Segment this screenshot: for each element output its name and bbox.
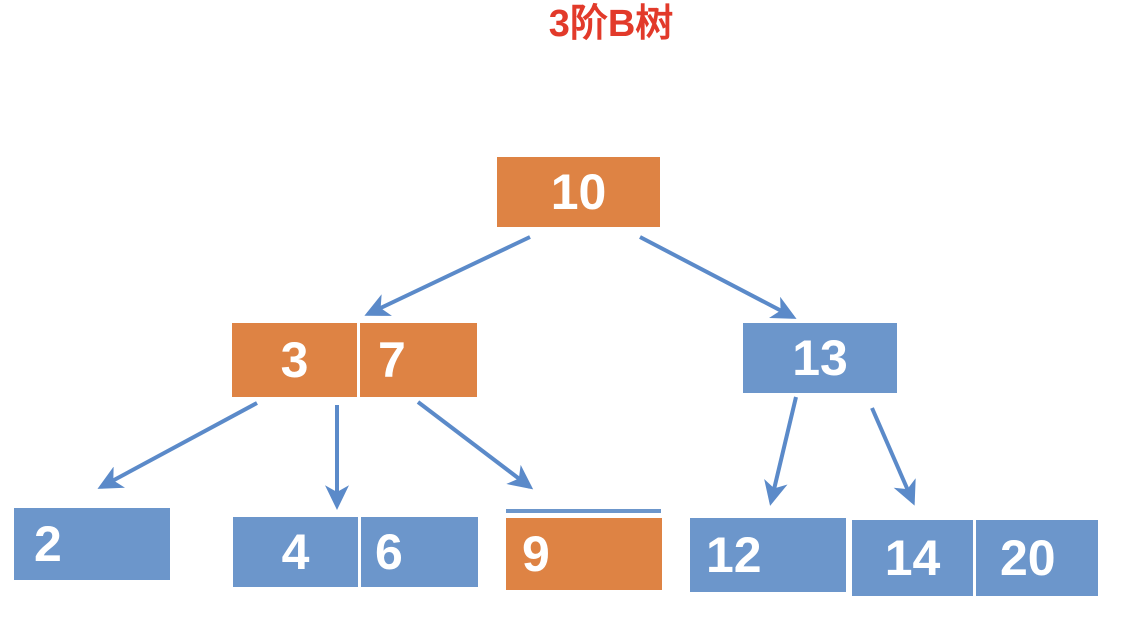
key-cell: 3 (232, 323, 357, 397)
btree-node-9: 9 (506, 518, 662, 590)
btree-node-2: 2 (14, 508, 170, 580)
key-cell: 7 (360, 323, 477, 397)
key-cell: 2 (14, 508, 170, 580)
btree-node-14-20: 14 20 (852, 520, 1098, 596)
leaf-9-top-bar (506, 509, 661, 513)
edge-root-to-internal-left (364, 235, 531, 316)
diagram-title: 3阶B树 (548, 3, 674, 45)
btree-node-13: 13 (743, 323, 897, 393)
edge-internal-right-to-leaf-4 (764, 396, 798, 506)
key-cell: 14 (852, 520, 973, 596)
key-cell: 13 (743, 323, 897, 393)
edge-root-to-internal-right (639, 235, 797, 319)
key-cell: 10 (497, 157, 660, 227)
btree-node-4-6: 4 6 (233, 517, 478, 587)
edge-internal-right-to-leaf-5 (870, 407, 916, 506)
btree-node-10: 10 (497, 157, 660, 227)
key-cell: 6 (361, 517, 478, 587)
edge-internal-left-to-leaf-1 (97, 401, 258, 489)
key-cell: 9 (506, 518, 662, 590)
btree-node-12: 12 (690, 518, 846, 592)
btree-node-3-7: 3 7 (232, 323, 477, 397)
edge-internal-left-to-leaf-3 (416, 400, 534, 490)
key-cell: 4 (233, 517, 358, 587)
key-cell: 12 (690, 518, 846, 592)
key-cell: 20 (976, 520, 1098, 596)
